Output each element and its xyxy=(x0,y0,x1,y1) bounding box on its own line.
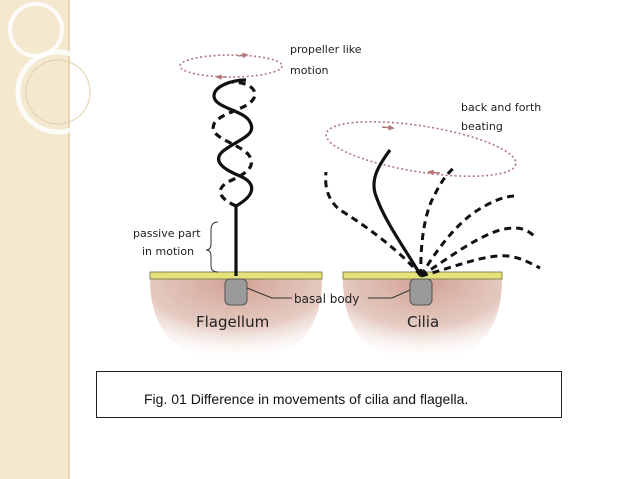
propeller-label-line1: propeller like xyxy=(290,43,362,56)
basal-body-leader-right xyxy=(368,289,411,299)
propeller-motion-path xyxy=(179,54,283,78)
beating-label-line2: beating xyxy=(461,120,503,133)
ring-large xyxy=(15,49,101,135)
cilium-dashed-4 xyxy=(420,226,536,278)
passive-label-line1: passive part xyxy=(133,227,201,240)
caption-box: Fig. 01 Difference in movements of cilia… xyxy=(96,371,562,418)
propeller-label-line2: motion xyxy=(290,64,329,77)
cilia-basal-body xyxy=(409,278,433,306)
ring-small xyxy=(8,2,64,58)
cilia-cytoplasm xyxy=(343,279,502,362)
cilium-dashed-2 xyxy=(419,164,457,277)
beating-motion-path xyxy=(325,120,517,178)
flagellum-cytoplasm xyxy=(150,279,322,362)
propeller-arrow-top xyxy=(237,52,249,59)
figure-caption: Fig. 01 Difference in movements of cilia… xyxy=(144,391,469,407)
passive-bracket xyxy=(205,221,219,273)
cilium-dashed-3 xyxy=(419,194,517,277)
basal-body-label: basal body xyxy=(294,292,359,306)
cilium-dashed-5 xyxy=(420,254,541,278)
decorative-rings xyxy=(8,2,101,135)
cilia-label: Cilia xyxy=(407,313,439,331)
ring-inner xyxy=(25,59,91,125)
beating-arrow-bottom xyxy=(427,169,441,176)
passive-label-line2: in motion xyxy=(142,245,194,258)
side-rule xyxy=(68,0,70,479)
flagellum-label: Flagellum xyxy=(196,313,269,331)
beating-label-line1: back and forth xyxy=(461,101,541,114)
beating-arrow-top xyxy=(381,124,395,131)
cilium-solid xyxy=(372,149,423,277)
cilium-dashed-1 xyxy=(324,171,423,277)
basal-body-leader-left xyxy=(246,287,292,299)
flagellum-basal-body xyxy=(224,278,248,306)
flagellum-helix-front xyxy=(212,78,254,208)
side-band xyxy=(0,0,68,479)
